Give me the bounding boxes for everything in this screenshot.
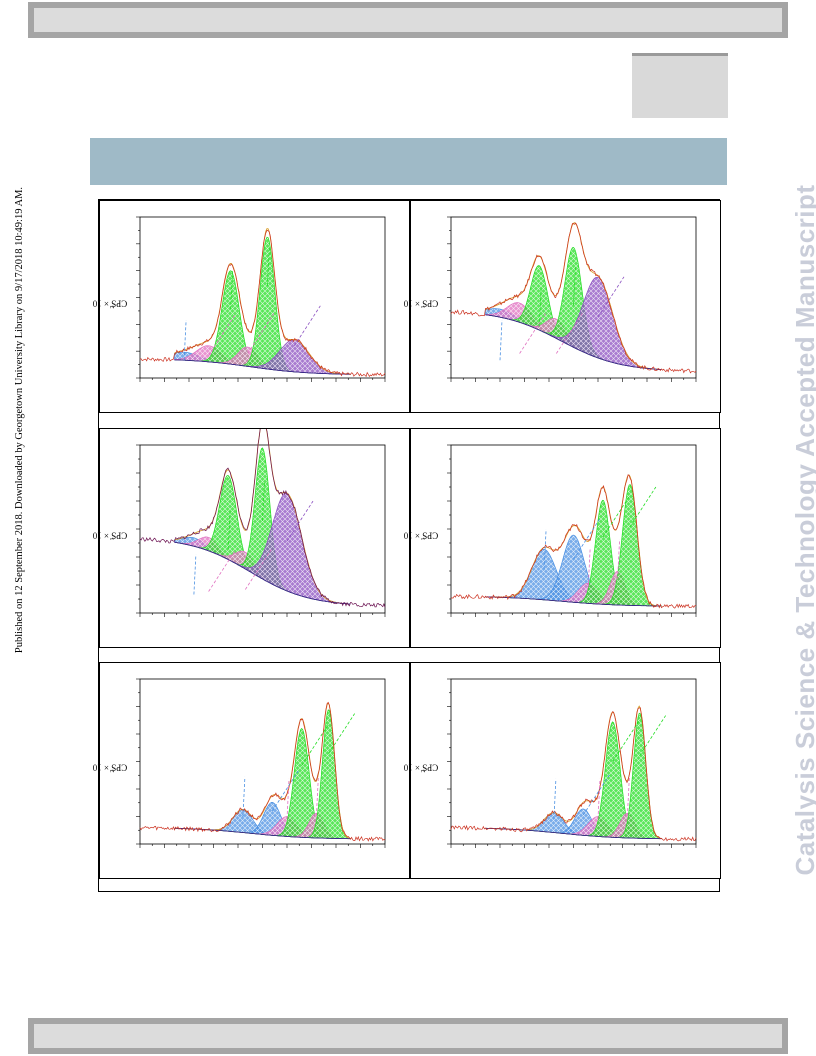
peak-leader-line xyxy=(208,315,235,356)
peak-leader-line xyxy=(556,313,583,354)
publication-note-text: Published on 12 September 2018. Download… xyxy=(14,186,25,654)
fit-envelope xyxy=(485,222,662,371)
peak-leader-line xyxy=(519,313,546,354)
peak-leader-line xyxy=(627,775,630,816)
peak-leader-line xyxy=(538,286,542,327)
peak-leader-line xyxy=(597,778,601,819)
peak-leader-line xyxy=(183,320,187,361)
peak-leader-line xyxy=(230,269,234,310)
green-component-peak xyxy=(174,447,351,605)
peak-leader-line xyxy=(286,500,314,542)
peak-leader-line xyxy=(602,496,630,538)
peak-leader-line xyxy=(582,774,610,816)
spectrum-plot-5 xyxy=(136,678,386,848)
peak-leader-line xyxy=(245,549,272,590)
spectrum-plot-2 xyxy=(447,216,697,382)
peak-leader-line xyxy=(242,776,246,817)
peak-leader-line xyxy=(193,554,197,595)
peak-leader-line xyxy=(573,265,576,306)
journal-logo-placeholder xyxy=(632,53,728,118)
background-line xyxy=(485,314,662,371)
peak-leader-line xyxy=(553,778,557,819)
peak-leader-line xyxy=(629,486,657,528)
background-line xyxy=(485,827,662,840)
spectrum-plot-1 xyxy=(136,216,386,382)
spectrum-plot-3 xyxy=(136,429,386,617)
peak-leader-line xyxy=(499,320,503,361)
plot-frame xyxy=(450,678,697,845)
peak-leader-line xyxy=(267,245,270,286)
peak-leader-line xyxy=(328,713,355,754)
peak-leader-line xyxy=(286,778,290,819)
raw-spectrum-line xyxy=(450,222,697,374)
peak-leader-line xyxy=(301,725,329,766)
article-header-band xyxy=(90,138,727,185)
peak-leader-line xyxy=(612,721,640,762)
peak-leader-line xyxy=(294,305,321,347)
bottom-footer-bar xyxy=(28,1018,788,1054)
top-header-bar xyxy=(28,2,788,38)
background-line xyxy=(174,541,351,605)
raw-spectrum-line xyxy=(139,429,386,608)
raw-spectrum-line xyxy=(450,474,696,609)
raw-spectrum-line xyxy=(139,701,386,842)
spectrum-plot-6 xyxy=(447,678,697,848)
background-line xyxy=(485,596,662,607)
peak-leader-line xyxy=(573,519,600,560)
peak-leader-line xyxy=(262,480,265,521)
peak-leader-line xyxy=(543,529,547,570)
spectrum-plot-4 xyxy=(447,444,697,617)
background-line xyxy=(174,359,351,375)
raw-spectrum-line xyxy=(139,229,386,378)
peak-leader-line xyxy=(617,539,620,580)
peak-leader-line xyxy=(316,775,319,816)
peak-leader-line xyxy=(587,547,591,588)
raw-spectrum-line xyxy=(450,707,697,842)
peak-leader-line xyxy=(271,770,299,812)
peak-leader-line xyxy=(227,509,231,550)
peak-leader-line xyxy=(247,313,275,354)
peak-leader-line xyxy=(597,276,625,318)
peak-leader-line xyxy=(639,715,666,756)
watermark-text: Catalysis Science & Technology Accepted … xyxy=(790,184,816,876)
peak-leader-line xyxy=(208,551,235,592)
